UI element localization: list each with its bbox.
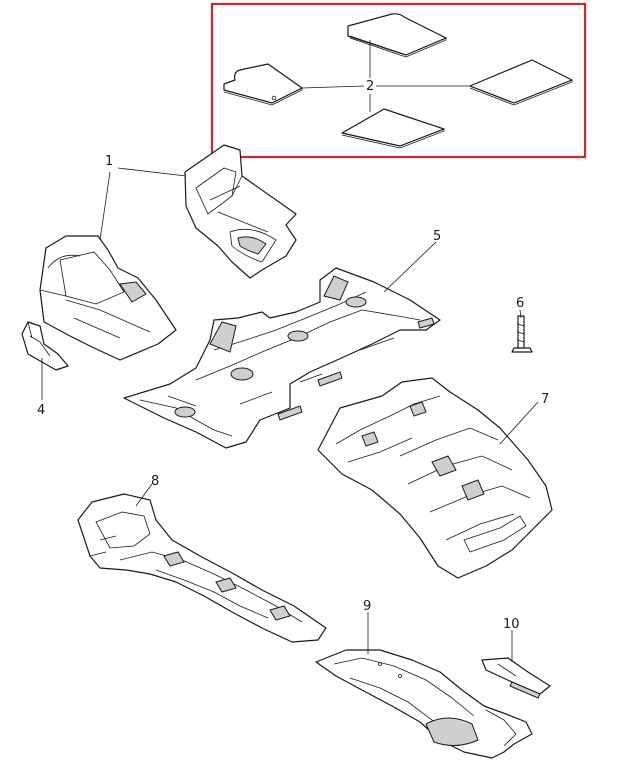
callout-6: 6 [516, 296, 524, 311]
floor-mat-right[interactable] [469, 59, 573, 104]
part-7-rear-carpet[interactable] [317, 377, 553, 579]
floor-mat-top[interactable] [347, 13, 447, 56]
callout-2: 2 [366, 79, 374, 94]
part-6-fastener[interactable] [511, 315, 533, 353]
part-10-pad[interactable] [481, 657, 551, 699]
callout-5: 5 [433, 229, 441, 244]
front-carpet-upper[interactable] [184, 144, 297, 279]
front-carpet-lower[interactable] [39, 235, 177, 361]
callout-1: 1 [105, 154, 113, 169]
floor-mat-left[interactable] [223, 63, 303, 104]
callout-9: 9 [363, 599, 371, 614]
callout-4: 4 [37, 403, 45, 418]
callout-10: 10 [503, 617, 520, 632]
part-8-floor-pan-insulator[interactable] [77, 493, 327, 643]
floor-mat-bottom[interactable] [341, 108, 445, 147]
part-1-front-carpet[interactable] [39, 144, 297, 361]
part-2-floor-mats[interactable] [223, 13, 573, 149]
part-5-floor-silencer[interactable] [123, 267, 441, 449]
part-9-rear-floor-insulator[interactable] [315, 649, 533, 759]
highlight-box [210, 2, 587, 159]
callout-7: 7 [541, 392, 549, 407]
leader-lines [41, 40, 539, 662]
callouts: 1 2 4 5 6 7 8 9 10 [37, 79, 549, 632]
callout-8: 8 [151, 474, 159, 489]
part-4-bracket[interactable] [21, 321, 69, 371]
